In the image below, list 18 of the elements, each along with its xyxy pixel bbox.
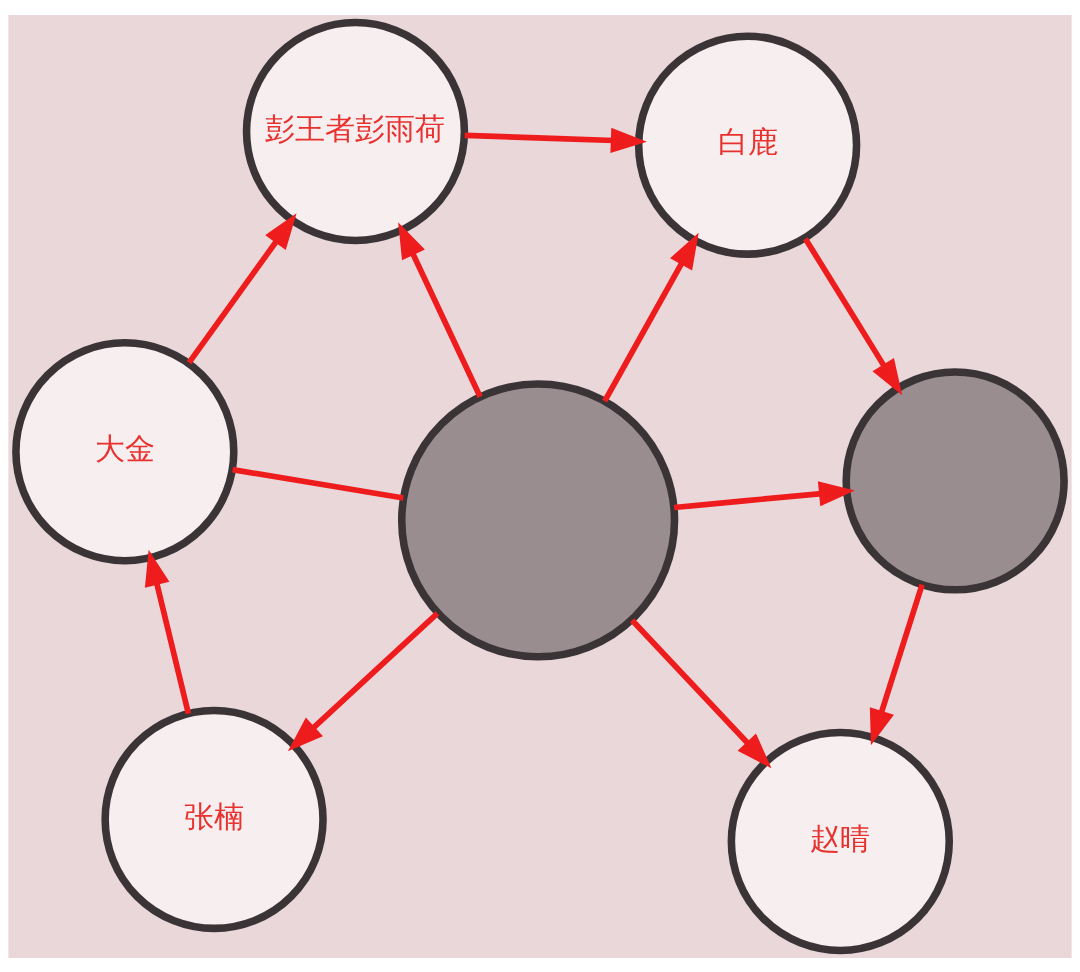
arrow bbox=[630, 617, 772, 768]
arrow bbox=[398, 221, 483, 398]
arrow bbox=[144, 549, 192, 714]
node-circle bbox=[397, 379, 679, 661]
arrow bbox=[186, 212, 297, 364]
node-circle: 赵晴 bbox=[727, 728, 953, 954]
arrow bbox=[869, 583, 925, 745]
arrow bbox=[464, 127, 647, 153]
arrow bbox=[287, 610, 440, 751]
arrow bbox=[803, 236, 903, 395]
node-circle: 大金 bbox=[12, 338, 238, 564]
node-circle: 白鹿 bbox=[634, 31, 861, 258]
node-circle bbox=[842, 367, 1068, 594]
node-circle: 彭王者彭雨荷 bbox=[242, 18, 469, 244]
connector bbox=[232, 466, 404, 501]
node-circle: 张楠 bbox=[101, 706, 327, 932]
arrow bbox=[673, 480, 855, 510]
arrow bbox=[602, 232, 699, 403]
